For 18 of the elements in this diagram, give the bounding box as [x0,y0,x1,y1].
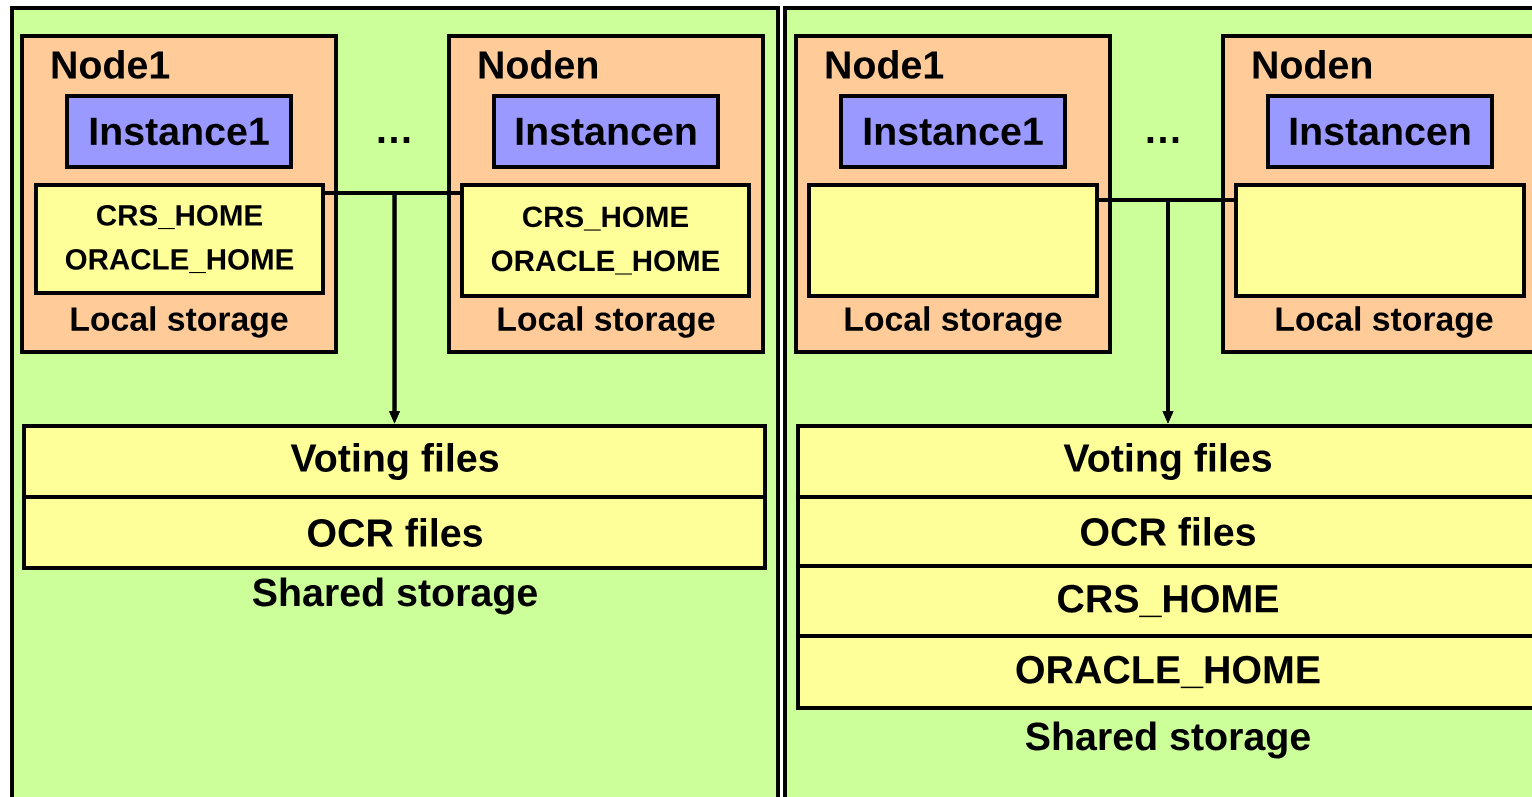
local-storage-box [807,183,1099,298]
shared-storage-band: Voting files [796,424,1532,499]
storage-caption: Shared storage [1025,721,1310,759]
instance-box: Instancen [1266,94,1494,169]
shared-storage-band: Voting files [22,424,767,499]
instance-box: Instance1 [839,94,1067,169]
shared-storage-band: CRS_HOME [796,564,1532,638]
instance-box: Instancen [492,94,720,169]
ellipsis-text: … [1147,137,1179,143]
shared-storage-band: OCR files [22,495,767,570]
local-storage-box [1234,183,1526,298]
storage-caption: Shared storage [252,577,537,615]
ellipsis-text: … [378,137,410,143]
shared-storage-band: OCR files [796,495,1532,568]
local-storage-box: CRS_HOME ORACLE_HOME [460,183,751,298]
instance-box: Instance1 [65,94,293,169]
shared-storage-band: ORACLE_HOME [796,634,1532,710]
local-storage-box: CRS_HOME ORACLE_HOME [34,183,325,295]
